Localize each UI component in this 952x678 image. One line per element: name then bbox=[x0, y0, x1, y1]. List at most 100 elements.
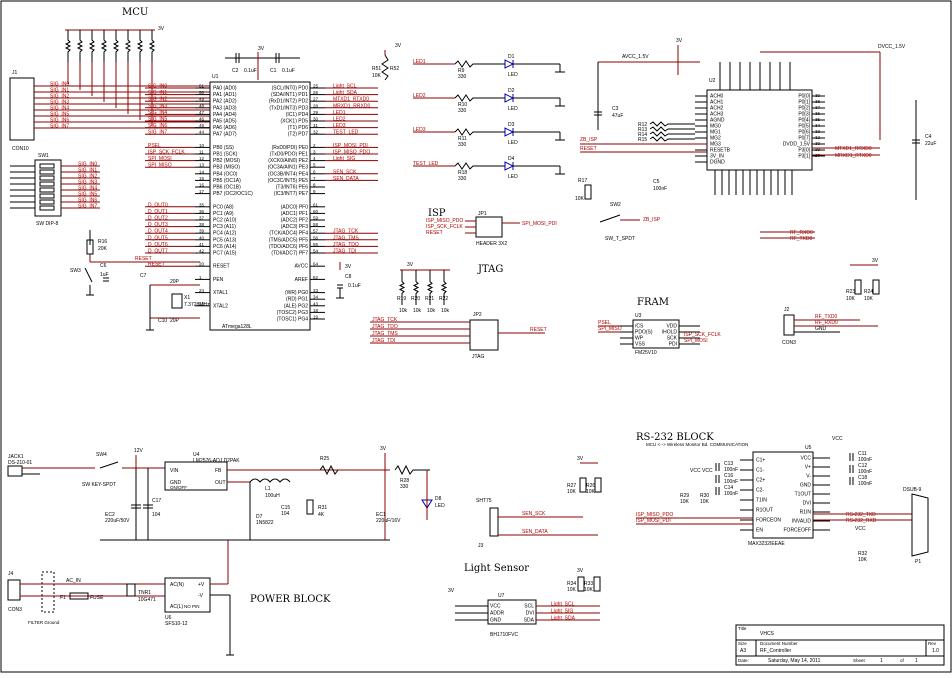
svg-text:AC(N): AC(N) bbox=[170, 582, 184, 588]
u1-right-pin-label: (TDI/ADC7) PF7 bbox=[271, 251, 308, 257]
u1-right-pin-number: 2 bbox=[313, 143, 316, 148]
u1-left-pin-label: PC1 (A9) bbox=[213, 211, 234, 217]
rs232-cap-ref: C14 bbox=[724, 485, 733, 491]
u1-left-net-label: D_OUT7 bbox=[148, 249, 168, 255]
jtag-resistor-ref: R19 bbox=[397, 296, 406, 302]
u1-right-pin-number: 43 bbox=[313, 301, 319, 306]
resistor bbox=[64, 30, 72, 62]
svg-text:RS-232_RXD: RS-232_RXD bbox=[846, 518, 877, 524]
u1-left-pin-label: RESET bbox=[213, 264, 230, 270]
db9-connector bbox=[911, 493, 929, 557]
svg-text:ISP_MISO_PDO: ISP_MISO_PDO bbox=[426, 218, 463, 224]
light-sensor-block: Light Sensor 3V U7 BH1710FVC VCCADDRGNDS… bbox=[448, 563, 601, 638]
sw1-net-label: SIG_IN0 bbox=[78, 162, 97, 168]
rs232-cap-value: 100nF bbox=[858, 469, 872, 475]
sw1-net-label: SIG_IN1 bbox=[78, 168, 97, 174]
c2-ref: C2 bbox=[232, 68, 239, 74]
j2-name: CON3 bbox=[782, 340, 796, 346]
led-ref: D4 bbox=[508, 156, 515, 162]
u1-right-pin-label: (TOSC2) PG3 bbox=[277, 310, 309, 316]
j1-net-label: SIG_IN1 bbox=[50, 88, 69, 94]
rf-right-pin: P0[3] bbox=[798, 112, 810, 118]
u1-left-pin-number: 1 bbox=[199, 275, 202, 280]
u1-left-net-label: D_OUT1 bbox=[148, 209, 168, 215]
rf-left-pin: MG3 bbox=[710, 142, 721, 148]
u1-left-pin-label: PB5 (OC1A) bbox=[213, 178, 241, 184]
u1-left-pin-number: 50 bbox=[199, 90, 205, 95]
u1-right-pin-label: AVCC bbox=[294, 264, 308, 270]
c6-ref: C6 bbox=[100, 263, 107, 269]
svg-text:RF_TXD0: RF_TXD0 bbox=[790, 236, 812, 242]
svg-text:FB: FB bbox=[215, 468, 222, 474]
svg-text:0.1uF: 0.1uF bbox=[348, 283, 361, 289]
sw4-ref: SW4 bbox=[96, 452, 107, 458]
u1-right-pin-label: (SDA/INT1) PD1 bbox=[271, 92, 308, 98]
svg-text:RESET: RESET bbox=[426, 230, 443, 236]
u1-right-pin-number: 32 bbox=[313, 130, 319, 135]
u1-left-pin-number: 41 bbox=[199, 242, 205, 247]
u1-right-pin-label: (TMS/ADC5) PF5 bbox=[269, 237, 308, 243]
sw1-net-label: SIG_IN4 bbox=[78, 186, 97, 192]
fram-left-net: PSEL bbox=[598, 320, 611, 326]
rf-right-pin: P0[6] bbox=[798, 130, 810, 136]
rs232-cap-value: 100nF bbox=[858, 481, 872, 487]
u1-right-net-label: TEST_LED bbox=[333, 130, 359, 136]
j1-net-label: SIG_IN3 bbox=[50, 100, 69, 106]
u1-left-net-label: SIG_IN7 bbox=[148, 130, 167, 136]
svg-text:Document Number: Document Number bbox=[760, 641, 798, 646]
title-value: VHCS bbox=[760, 631, 775, 637]
resistor bbox=[440, 270, 448, 305]
u1-left-pin-number: 10 bbox=[199, 143, 205, 148]
sw1-net-label: SIG_IN6 bbox=[78, 198, 97, 204]
light-left-pin: ADDR bbox=[490, 611, 505, 617]
rf-resistor bbox=[649, 136, 695, 142]
u4-ref: U4 bbox=[193, 452, 200, 458]
u6-name: SFS10-12 bbox=[165, 621, 188, 627]
j3-name: SHT75 bbox=[476, 498, 492, 504]
u1-left-pin-label: PC0 (A8) bbox=[213, 204, 234, 210]
fram-right-pin: SCK bbox=[667, 336, 678, 342]
d8-ref: D8 bbox=[435, 496, 442, 502]
j1-net-label: SIG_IN2 bbox=[50, 94, 69, 100]
svg-text:VCC: VCC bbox=[690, 468, 701, 474]
jp1-ref: JP1 bbox=[478, 211, 487, 217]
svg-text:10K: 10K bbox=[584, 587, 594, 593]
rf-left-pin: ACH2 bbox=[710, 106, 724, 112]
sw2-name: SW_T_SPDT bbox=[605, 236, 635, 242]
u1-right-pin-label: (ALE) PG2 bbox=[284, 303, 308, 309]
rs232-cap-value: 100nF bbox=[724, 491, 738, 497]
j1-name: CON10 bbox=[12, 146, 29, 152]
led-block: LED1R9330D1LEDLED2R10330D2LEDLED3R11330D… bbox=[413, 54, 565, 182]
jtag-resistor-value: 10k bbox=[441, 308, 450, 314]
rf-left-pin: RESETB bbox=[710, 148, 731, 154]
sht75-block: 3V R27 10K R26 10K SHT75 J3 SEN_SCK SEN_… bbox=[476, 456, 602, 549]
rf-resistor-ref: R13 bbox=[638, 127, 647, 133]
u1-left-pin-number: 11 bbox=[199, 150, 204, 155]
u1-left-pin-number: 49 bbox=[199, 97, 205, 102]
u1-left-pin-number: 24 bbox=[199, 288, 205, 293]
r26-ref: R26 bbox=[586, 483, 595, 489]
svg-text:ISP_SCK_FCLK: ISP_SCK_FCLK bbox=[426, 224, 463, 230]
u1-right-pin-number: 33 bbox=[313, 288, 319, 293]
u1-left-pin-number: 23 bbox=[199, 301, 205, 306]
docnum-value: RF_Controller bbox=[760, 648, 791, 654]
led-resistor-value: 330 bbox=[458, 142, 467, 148]
rs232-cap-value: 100nF bbox=[858, 457, 872, 463]
svg-text:10K: 10K bbox=[567, 587, 577, 593]
j2-ref: J2 bbox=[784, 307, 790, 313]
svg-text:104: 104 bbox=[152, 512, 161, 518]
rs232-right-pin: V- bbox=[806, 474, 811, 480]
led-value: LED bbox=[508, 140, 518, 146]
rf-left-pin: ACH1 bbox=[710, 100, 724, 106]
rf-left-pin: MG1 bbox=[710, 130, 721, 136]
svg-text:DVCC_1.5V: DVCC_1.5V bbox=[878, 44, 906, 50]
r34-ref: R34 bbox=[567, 581, 576, 587]
rs232-right-pin: FORCEOFF bbox=[784, 528, 812, 534]
svg-text:ISP_MISO_PDO: ISP_MISO_PDO bbox=[636, 512, 673, 518]
svg-text:Date:: Date: bbox=[738, 658, 749, 663]
svg-text:SPI_MOSI_PDI: SPI_MOSI_PDI bbox=[522, 221, 557, 227]
svg-text:22uF: 22uF bbox=[925, 141, 936, 147]
fram-right-net: SPI_MOSI bbox=[684, 338, 708, 344]
led-resistor-ref: R10 bbox=[458, 102, 467, 108]
svg-text:1: 1 bbox=[915, 658, 918, 664]
